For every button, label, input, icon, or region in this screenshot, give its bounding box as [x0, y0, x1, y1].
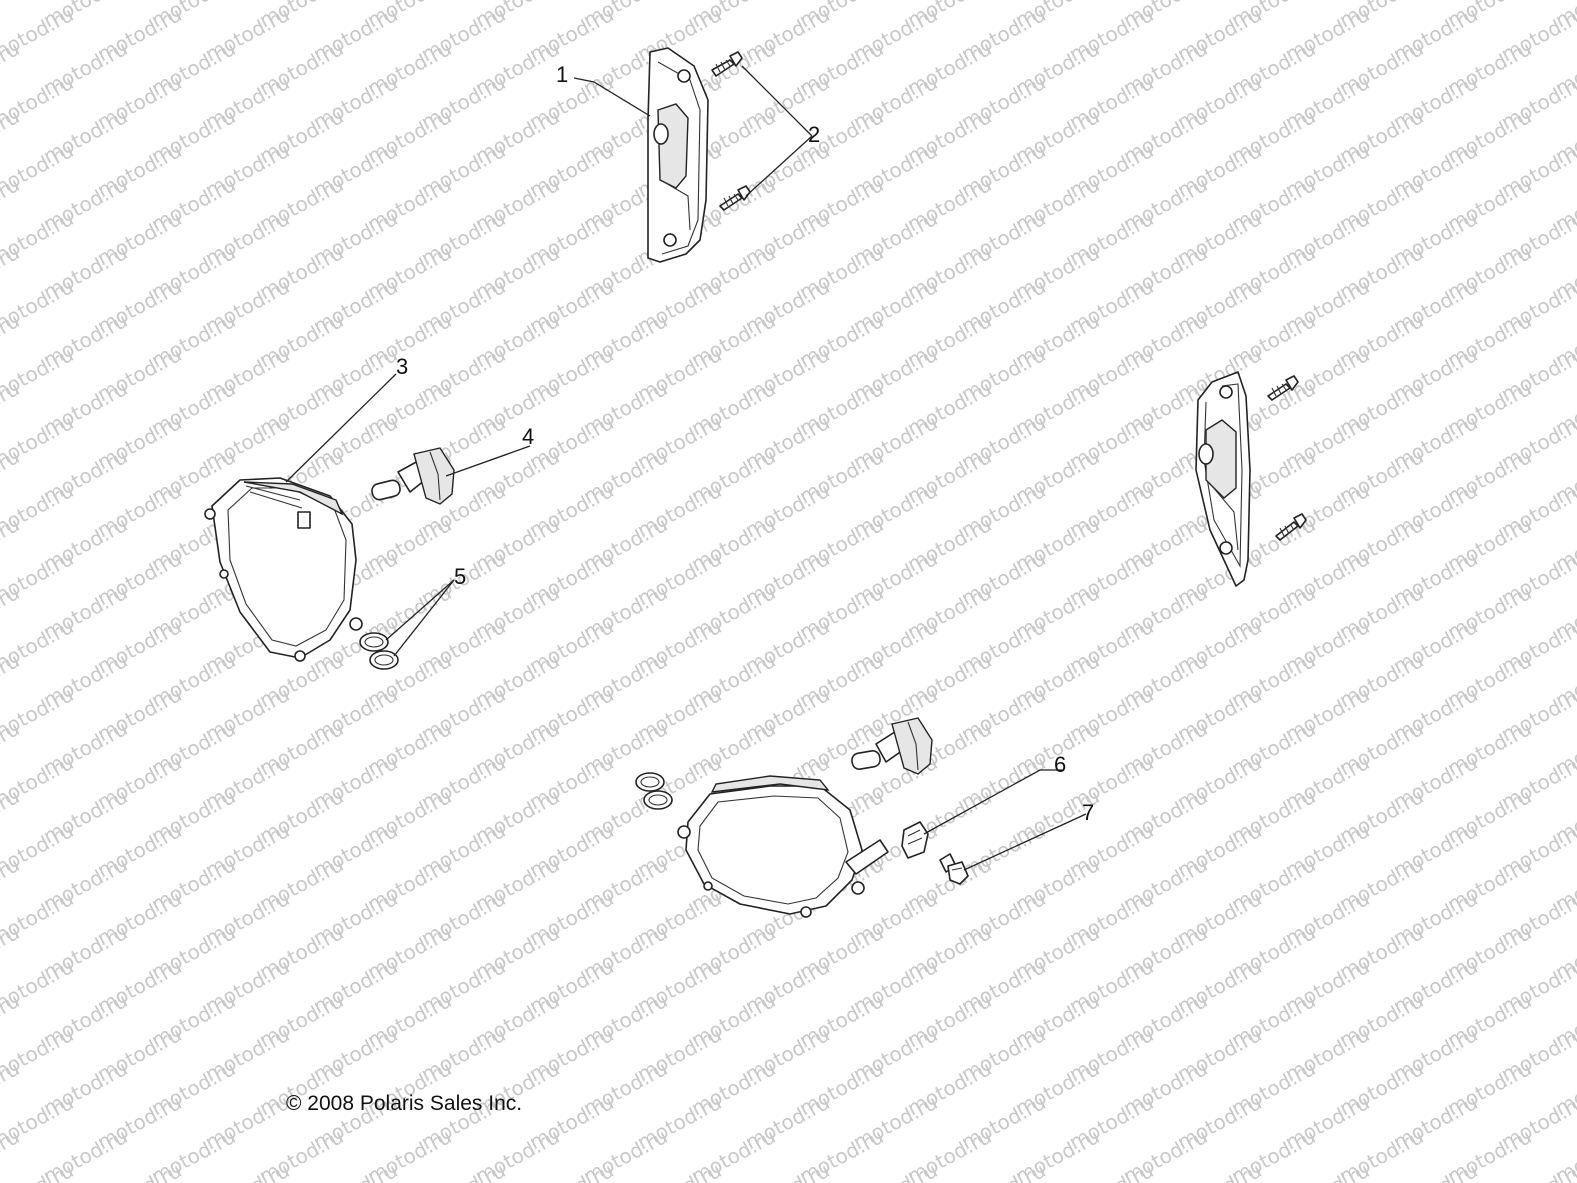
headlight-left — [204, 477, 363, 662]
callout-3: 3 — [396, 354, 408, 379]
callout-6: 6 — [1054, 752, 1066, 777]
watermark-text: motod.ru — [93, 1158, 185, 1183]
bulb-left — [371, 447, 455, 505]
watermark-text: motod.ru — [0, 1158, 77, 1183]
marker-lamp-top — [647, 47, 709, 263]
watermark-text: motod.ru — [1389, 1158, 1481, 1183]
bolt — [939, 853, 969, 885]
leader-4 — [445, 445, 531, 477]
callout-5: 5 — [454, 564, 466, 589]
callout-7: 7 — [1082, 800, 1094, 825]
watermark-text: motod.ru — [201, 1158, 293, 1183]
leader-7 — [963, 813, 1087, 871]
watermark-text: motod.ru — [741, 1158, 833, 1183]
callout-4: 4 — [522, 424, 534, 449]
watermark-text: motod.ru — [1281, 1158, 1373, 1183]
watermark-text: motod.ru — [1173, 1158, 1265, 1183]
callout-1: 1 — [556, 62, 568, 87]
leader-5a — [385, 579, 455, 641]
callout-labels: 1 2 3 4 5 6 7 — [396, 62, 1094, 825]
watermark-text: motod.ru — [633, 1158, 725, 1183]
leader-lines — [285, 65, 1087, 871]
leader-6 — [923, 769, 1062, 835]
leader-5b — [393, 579, 455, 657]
leader-1 — [573, 77, 651, 117]
clip — [901, 821, 929, 859]
callout-2: 2 — [808, 122, 820, 147]
headlight-bottom — [677, 775, 889, 918]
watermark-text: motod.ru — [849, 1158, 941, 1183]
leader-3 — [285, 373, 397, 483]
watermark-text: motod.ru — [525, 1158, 617, 1183]
screw-right-lower — [1275, 513, 1307, 541]
screw-top-upper — [711, 51, 743, 77]
o-rings-bottom — [635, 772, 673, 810]
leader-2a — [741, 65, 813, 137]
watermark-text: motod.ru — [1065, 1158, 1157, 1183]
copyright-text: © 2008 Polaris Sales Inc. — [286, 1092, 522, 1115]
o-rings-left — [359, 632, 399, 670]
leader-2b — [745, 135, 813, 197]
bulb-bottom — [851, 717, 933, 775]
screw-right-upper — [1267, 375, 1299, 401]
watermark-text: motod.ru — [417, 1158, 509, 1183]
marker-lamp-right — [1195, 371, 1251, 587]
watermark-text: motod.ru — [309, 1158, 401, 1183]
watermark-text: motod.ru — [957, 1158, 1049, 1183]
